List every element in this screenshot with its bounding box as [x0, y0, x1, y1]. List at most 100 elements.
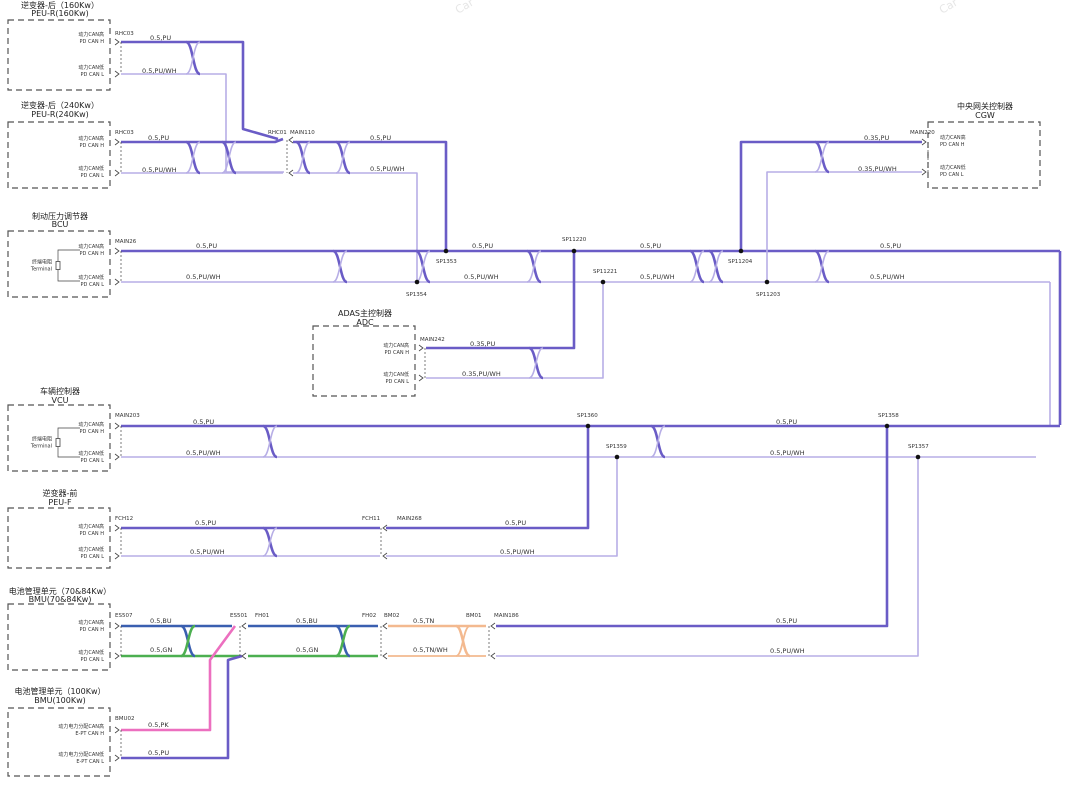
pin-label-cn: 动力CAN高 [940, 134, 966, 141]
terminal-label-en: Terminal [30, 444, 52, 450]
pin-terminal [114, 169, 120, 177]
pin-label-cn: 动力CAN高 [78, 135, 104, 142]
connector-id: RHC03 [115, 31, 134, 37]
wire-twist [262, 425, 278, 458]
pin-label-en: PD CAN H [80, 251, 105, 257]
module-box [312, 325, 416, 397]
wire-pu-wh [293, 172, 418, 282]
wire-label: 0.5,PU [148, 749, 169, 757]
pin-label-en: E-PT CAN L [76, 759, 104, 765]
wire-twist [185, 41, 201, 75]
wire-label: 0.5,BU [296, 617, 318, 625]
connector-id: SP11204 [728, 259, 753, 265]
connector-id: ES501 [230, 613, 247, 619]
module-box [7, 404, 111, 472]
connector-id: MAIN268 [397, 516, 422, 522]
pin-label-cn: 动力CAN高 [78, 523, 104, 530]
wire-label: 0.5,TN [413, 617, 434, 625]
module-subtitle: BMU(70&84Kw) [29, 595, 92, 604]
wire-label: 0.5,PU/WH [870, 273, 905, 281]
terminal-label-cn: 终端电阻 [32, 259, 52, 266]
wire-label: 0.5,TN/WH [413, 646, 448, 654]
pin-terminal [114, 278, 120, 286]
pin-terminal [921, 168, 927, 176]
pin-label-cn: 动力CAN高 [78, 619, 104, 626]
splice-dot [443, 248, 449, 254]
splice-dot [915, 454, 921, 460]
wire-label: 0.5,PU [472, 242, 493, 250]
module-subtitle: ADC [356, 318, 374, 327]
module-subtitle: CGW [975, 111, 995, 120]
pin-label-cn: 动力CAN低 [78, 64, 104, 71]
wire-label: 0.5,PU/WH [640, 273, 675, 281]
wire-pu [386, 426, 590, 530]
module-subtitle: BMU(100Kw) [34, 696, 86, 705]
wire-label: 0.5,PU [505, 519, 526, 527]
wire-label: 0.5,PU [776, 418, 797, 426]
wire-label: 0.5,PU [196, 242, 217, 250]
module-title: 逆变器-前 [43, 488, 78, 498]
pin-terminal [418, 344, 424, 352]
pin-label-cn: 动力CAN高 [78, 243, 104, 250]
pin-terminal [114, 652, 120, 660]
pin-label-en: PD CAN L [81, 554, 105, 560]
pin-label-cn: 动力CAN低 [383, 371, 409, 378]
wire-pu-wh [121, 73, 284, 173]
pin-label-en: PD CAN H [80, 143, 105, 149]
wire-pu-wh [766, 171, 922, 282]
connector-id: SP1353 [436, 259, 457, 265]
module-box [7, 507, 111, 569]
terminal-resistor [55, 261, 61, 270]
module-title: 车辆控制器 [40, 386, 80, 396]
wire-label: 0.5,PU/WH [770, 449, 805, 457]
pin-label-en: PD CAN L [386, 379, 410, 385]
wires-layer [121, 40, 1062, 760]
pin-label-en: PD CAN L [81, 657, 105, 663]
pin-terminal [241, 622, 247, 630]
splice-dot [738, 248, 744, 254]
pin-terminal [114, 38, 120, 46]
wire-twist [221, 141, 237, 174]
wire-label: 0.5,PK [148, 721, 169, 729]
watermark: Car [937, 0, 960, 17]
wire-pu [426, 251, 576, 350]
connector-id: FH01 [255, 613, 269, 619]
pin-terminal [114, 70, 120, 78]
pin-label-cn: 动力CAN低 [78, 450, 104, 457]
module-subtitle: PEU-R(240Kw) [31, 110, 88, 119]
connector-id: SP1357 [908, 444, 929, 450]
wire-label: 0.5,PU/WH [142, 166, 177, 174]
wire-label: 0.35,PU/WH [858, 165, 897, 173]
pin-terminal [288, 136, 294, 144]
pin-label-en: PD CAN L [81, 173, 105, 179]
wire-pu [739, 140, 922, 251]
connector-id: MAIN220 [910, 130, 935, 136]
splice-dot [414, 279, 420, 285]
module-subtitle: BCU [52, 220, 69, 229]
wire-twist [814, 141, 830, 173]
connector-id: FCH12 [115, 516, 133, 522]
splice-dot [884, 423, 890, 429]
terminal-resistor [55, 438, 61, 447]
pin-label-cn: 动力CAN低 [940, 164, 966, 171]
terminal-label-en: Terminal [30, 267, 52, 273]
wire-twist [180, 624, 196, 658]
wire-twist [689, 250, 705, 283]
splice-dot [585, 423, 591, 429]
wire-twist [335, 141, 351, 174]
terminal-lead [57, 427, 80, 458]
wire-label: 0.5,BU [150, 617, 172, 625]
pin-label-cn: 动力CAN低 [78, 165, 104, 172]
wire-pu [121, 40, 279, 141]
wire-label: 0.5,PU/WH [186, 449, 221, 457]
connector-id: FCH11 [362, 516, 380, 522]
wire-twist [650, 425, 666, 458]
wire-label: 0.5,PU/WH [770, 647, 805, 655]
pin-label-cn: 动力CAN高 [383, 342, 409, 349]
module-box [7, 19, 111, 91]
watermark: Car [453, 0, 476, 17]
pin-terminal [241, 652, 247, 660]
module-box [927, 121, 1041, 189]
